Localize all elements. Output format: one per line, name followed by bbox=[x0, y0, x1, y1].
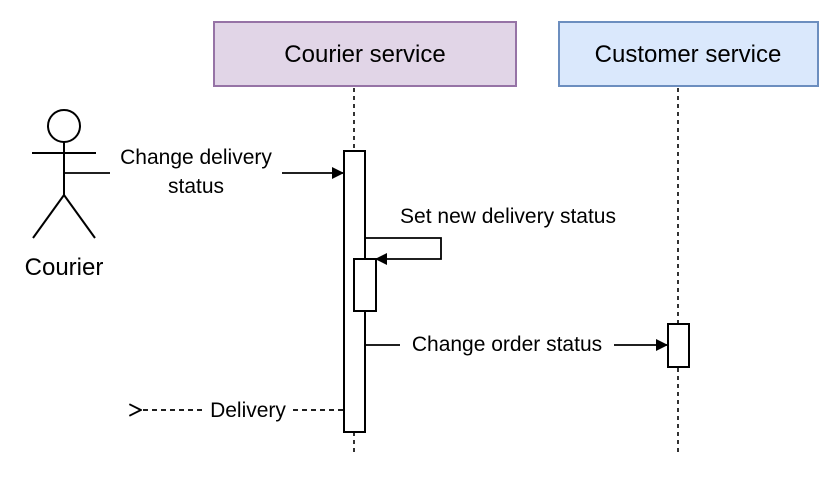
customer-service-box bbox=[558, 21, 819, 87]
courier-service-nested-activation bbox=[353, 258, 377, 312]
actor-label: Courier bbox=[25, 254, 104, 281]
set-new-delivery-status-label: Set new delivery status bbox=[400, 205, 616, 228]
courier-actor[interactable] bbox=[32, 109, 96, 239]
change-order-status-label: Change order status bbox=[412, 333, 602, 356]
change-delivery-status-label-line2: status bbox=[168, 175, 224, 198]
change-delivery-status-label-line1: Change delivery bbox=[120, 146, 272, 169]
delivery-return-label: Delivery bbox=[210, 399, 286, 422]
set-new-delivery-status-arrow bbox=[365, 237, 442, 265]
actor-right-leg bbox=[63, 194, 96, 239]
courier-service-box bbox=[213, 21, 517, 87]
actor-head bbox=[47, 109, 81, 143]
courier-service-label: Courier service bbox=[284, 41, 445, 68]
participant-customer-service[interactable]: Customer service bbox=[558, 21, 819, 87]
participant-courier-service[interactable]: Courier service bbox=[213, 21, 517, 87]
actor-left-leg bbox=[32, 194, 65, 239]
customer-service-activation bbox=[667, 323, 690, 368]
customer-service-label: Customer service bbox=[595, 41, 782, 68]
